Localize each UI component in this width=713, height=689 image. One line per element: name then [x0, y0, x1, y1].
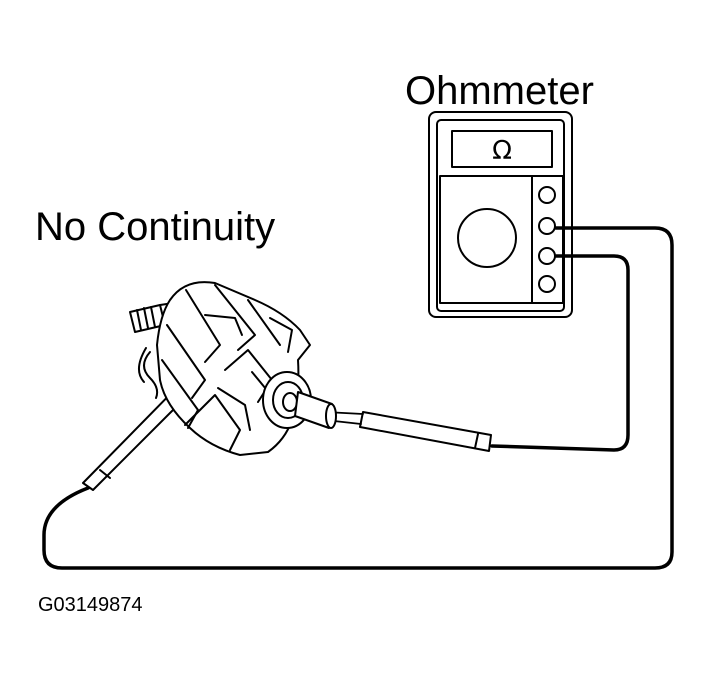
ohmmeter: Ω	[428, 111, 573, 318]
ohmmeter-terminal-1	[538, 186, 556, 204]
ohmmeter-label: Ohmmeter	[405, 69, 594, 113]
test-lead-inner	[490, 254, 630, 452]
ohmmeter-terminal-4	[538, 275, 556, 293]
ohmmeter-face	[439, 175, 564, 304]
ohm-symbol-icon: Ω	[492, 136, 512, 166]
test-leads	[42, 226, 674, 570]
figure-code: G03149874	[38, 594, 143, 616]
probe-right	[324, 411, 492, 452]
continuity-result-label: No Continuity	[35, 205, 276, 249]
ohmmeter-housing	[428, 111, 573, 318]
alternator-rotor	[129, 281, 337, 456]
ohmmeter-display	[451, 130, 553, 168]
ohmmeter-dial	[457, 208, 517, 268]
ohmmeter-terminal-3	[538, 247, 556, 265]
ohmmeter-terminal-2	[538, 217, 556, 235]
test-lead-outer	[42, 226, 674, 570]
